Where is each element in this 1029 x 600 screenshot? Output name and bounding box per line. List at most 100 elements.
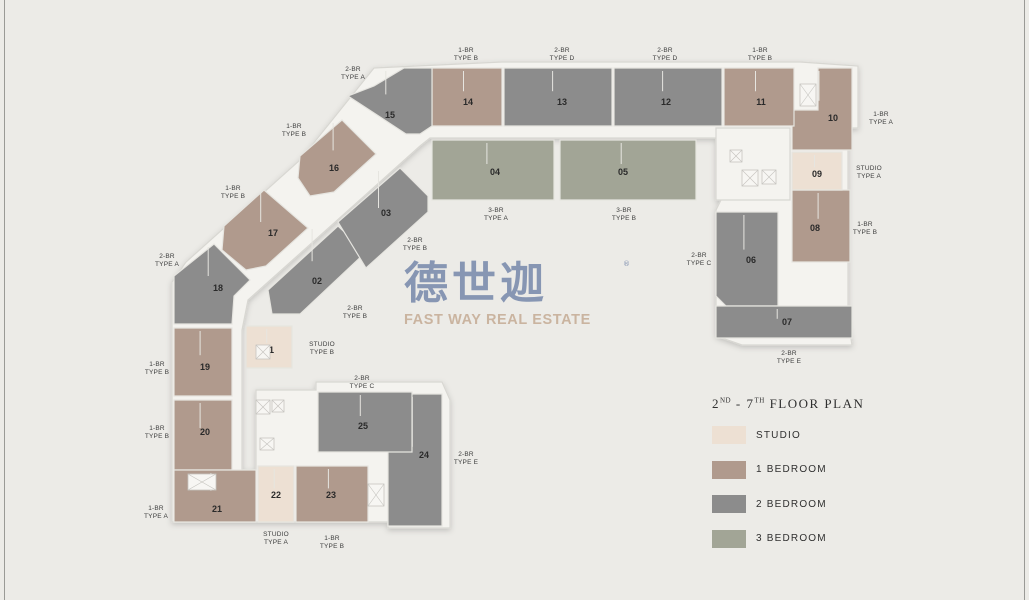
unit-number: 14 bbox=[463, 97, 473, 107]
unit-shape bbox=[295, 465, 369, 523]
unit-type-line2: TYPE A bbox=[869, 119, 893, 126]
unit-shape bbox=[715, 305, 853, 339]
unit-type-line2: TYPE B bbox=[612, 215, 636, 222]
unit-shape bbox=[173, 327, 233, 397]
unit-shape bbox=[337, 167, 429, 269]
unit-type-line1: 2-BR bbox=[554, 47, 570, 54]
unit-11: 11 bbox=[723, 67, 795, 127]
core-cross bbox=[259, 437, 275, 451]
unit-type-line1: 2-BR bbox=[407, 237, 423, 244]
watermark-english: FAST WAY REAL ESTATE bbox=[404, 312, 591, 328]
unit-type-line2: TYPE C bbox=[687, 260, 712, 267]
unit-05: 05 bbox=[559, 139, 697, 201]
unit-shape bbox=[791, 151, 843, 191]
unit-type-line1: 1-BR bbox=[458, 47, 474, 54]
unit-type-line2: TYPE C bbox=[350, 383, 375, 390]
unit-shape bbox=[791, 189, 851, 263]
legend-swatch bbox=[712, 529, 746, 548]
unit-number: 15 bbox=[385, 110, 395, 120]
unit-10: 10 bbox=[791, 67, 853, 151]
unit-number: 09 bbox=[812, 169, 822, 179]
unit-type-line1: 3-BR bbox=[616, 207, 632, 214]
unit-type-line1: 1-BR bbox=[324, 535, 340, 542]
unit-type-line2: TYPE B bbox=[403, 245, 427, 252]
unit-12: 12 bbox=[613, 67, 723, 127]
unit-type-line2: TYPE A bbox=[341, 74, 365, 81]
unit-18: 18 bbox=[173, 243, 251, 325]
core-cross bbox=[271, 399, 285, 413]
watermark-chinese: 德世迦 bbox=[404, 258, 548, 309]
unit-number: 11 bbox=[756, 97, 766, 107]
unit-type-line2: TYPE B bbox=[343, 313, 367, 320]
unit-type-line1: 2-BR bbox=[159, 253, 175, 260]
unit-type-line1: 2-BR bbox=[347, 305, 363, 312]
unit-type-line2: TYPE B bbox=[748, 55, 772, 62]
core-cross bbox=[741, 169, 759, 187]
unit-shape bbox=[346, 67, 433, 135]
unit-type-line2: TYPE A bbox=[155, 261, 179, 268]
unit-type-line2: TYPE B bbox=[145, 433, 169, 440]
unit-type-line1: 1-BR bbox=[148, 505, 164, 512]
unit-type-line1: 3-BR bbox=[488, 207, 504, 214]
legend-label: STUDIO bbox=[756, 429, 801, 441]
unit-number: 24 bbox=[419, 450, 429, 460]
unit-number: 13 bbox=[557, 97, 567, 107]
legend-label: 2 BEDROOM bbox=[756, 498, 827, 510]
unit-08: 08 bbox=[791, 189, 851, 263]
unit-17: 17 bbox=[221, 189, 309, 271]
units-layer: 0102030405060708091011121314151617181920… bbox=[173, 67, 853, 527]
unit-number: 04 bbox=[490, 167, 500, 177]
unit-02: 02 bbox=[267, 225, 367, 315]
unit-type-line1: 2-BR bbox=[458, 451, 474, 458]
unit-type-line2: TYPE B bbox=[282, 131, 306, 138]
legend-item-studio: STUDIO bbox=[712, 426, 864, 444]
unit-06: 06 bbox=[715, 211, 779, 307]
unit-type-line1: 1-BR bbox=[225, 185, 241, 192]
legend-swatch bbox=[712, 426, 746, 444]
unit-number: 06 bbox=[746, 255, 756, 265]
unit-22: 22 bbox=[257, 465, 295, 523]
unit-16: 16 bbox=[297, 119, 377, 197]
unit-13: 13 bbox=[503, 67, 613, 127]
unit-shape bbox=[317, 391, 413, 453]
unit-19: 19 bbox=[173, 327, 233, 397]
unit-20: 20 bbox=[173, 399, 233, 471]
unit-number: 17 bbox=[268, 228, 278, 238]
unit-type-line2: TYPE D bbox=[550, 55, 575, 62]
unit-07: 07 bbox=[715, 305, 853, 339]
unit-type-line2: TYPE D bbox=[653, 55, 678, 62]
unit-shape bbox=[613, 67, 723, 127]
unit-type-line1: STUDIO bbox=[263, 531, 289, 538]
unit-number: 20 bbox=[200, 427, 210, 437]
core-cross bbox=[729, 149, 743, 163]
unit-type-line2: TYPE B bbox=[320, 543, 344, 550]
unit-14: 14 bbox=[431, 67, 503, 127]
unit-type-line1: 2-BR bbox=[354, 375, 370, 382]
unit-type-line2: TYPE A bbox=[144, 513, 168, 520]
unit-shape bbox=[267, 225, 367, 315]
unit-type-line1: 2-BR bbox=[657, 47, 673, 54]
legend-label: 3 BEDROOM bbox=[756, 533, 827, 544]
unit-type-line1: 2-BR bbox=[781, 350, 797, 357]
unit-number: 16 bbox=[329, 163, 339, 173]
unit-type-line1: STUDIO bbox=[309, 341, 335, 348]
registered-mark: ® bbox=[623, 260, 630, 268]
